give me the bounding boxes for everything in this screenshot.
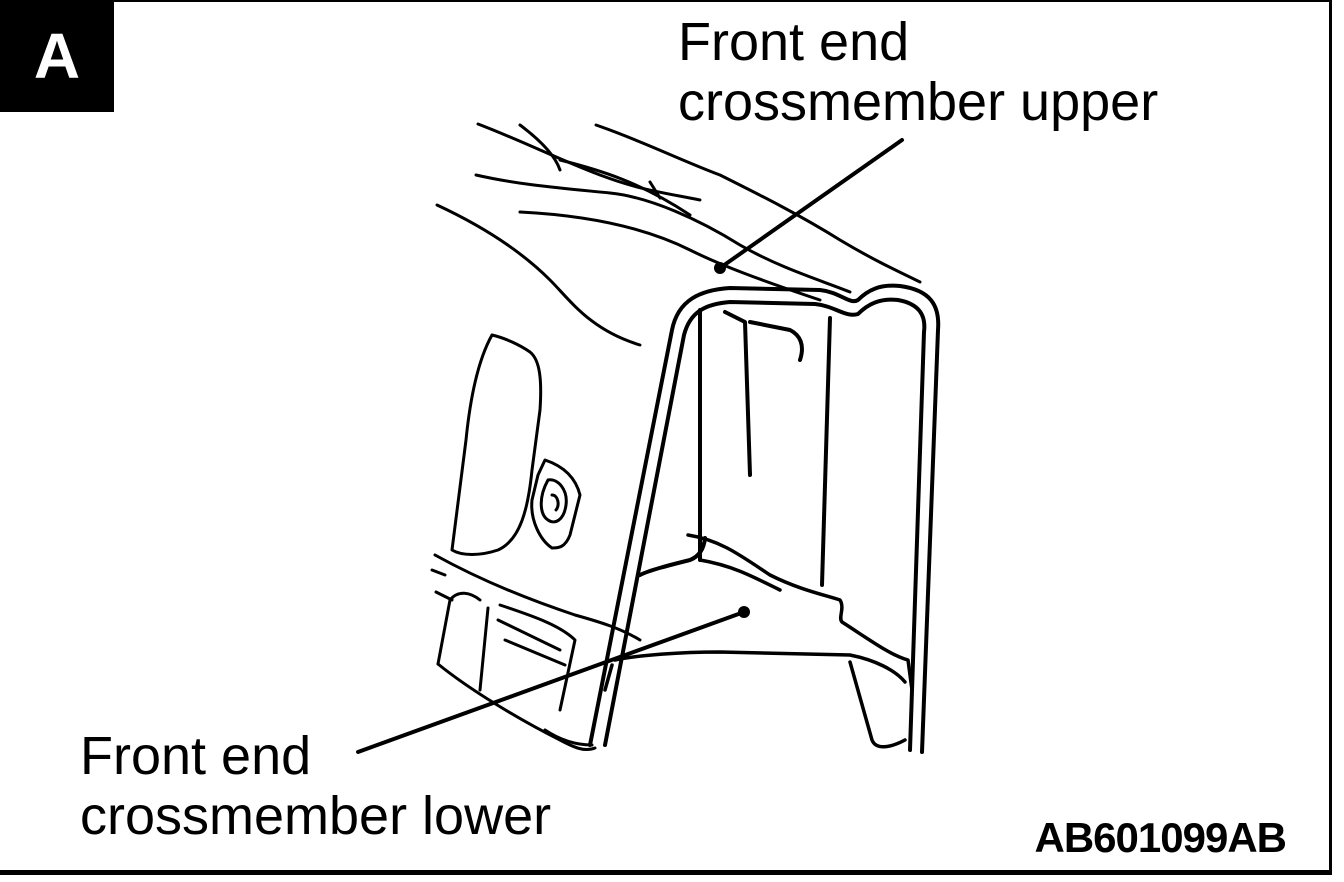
label-crossmember-upper: Front end crossmember upper <box>678 12 1158 132</box>
label-crossmember-upper-line1: Front end <box>678 12 910 72</box>
label-crossmember-lower-line1: Front end <box>80 726 312 786</box>
crossmember-upper-channel <box>588 283 941 754</box>
label-crossmember-lower: Front end crossmember lower <box>80 726 551 846</box>
figure-code: AB601099AB <box>1034 814 1287 861</box>
view-label-badge: A <box>0 0 114 112</box>
label-crossmember-lower-line2: crossmember lower <box>80 786 552 846</box>
crossmember-lower-panel <box>603 533 914 749</box>
lower-leader-line <box>356 606 750 754</box>
left-side-panel <box>430 333 642 752</box>
label-crossmember-upper-line2: crossmember upper <box>678 72 1159 132</box>
upper-leader-line <box>714 138 904 274</box>
upper-body-panel <box>435 122 922 347</box>
